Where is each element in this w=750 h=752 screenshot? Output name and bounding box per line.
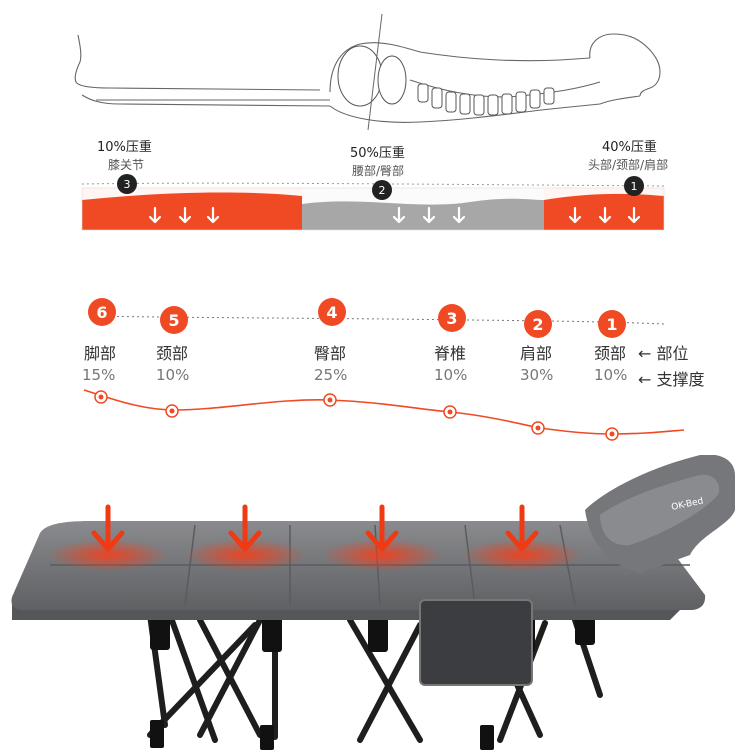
support-pct-1: 10%: [594, 366, 628, 384]
legend-support: ← 支撑度: [638, 370, 705, 389]
support-name-2: 肩部: [520, 344, 553, 363]
pressure-distribution-bar: [81, 182, 665, 231]
pressure-badge-1: 1: [624, 176, 644, 196]
pressure-pct-3: 10%压重: [97, 140, 152, 155]
support-number-1: 1: [598, 310, 626, 338]
support-curve: [83, 389, 685, 441]
support-pct-2: 30%: [520, 366, 554, 384]
support-name-5: 颈部: [156, 344, 189, 363]
support-pct-3: 10%: [434, 366, 468, 384]
support-number-5: 5: [160, 306, 188, 334]
folding-bed-photo: OK-Bed: [11, 455, 735, 750]
pressure-badge-2: 2: [372, 180, 392, 200]
support-number-4: 4: [318, 298, 346, 326]
support-pct-6: 15%: [82, 366, 116, 384]
support-name-3: 脊椎: [434, 344, 467, 363]
support-name-1: 颈部: [594, 344, 627, 363]
legend-part: ← 部位: [638, 344, 689, 363]
support-pct-4: 25%: [314, 366, 348, 384]
pressure-part-3: 膝关节: [108, 158, 145, 172]
pressure-pct-1: 40%压重: [602, 140, 657, 155]
support-number-2: 2: [524, 310, 552, 338]
support-name-4: 臀部: [314, 344, 347, 363]
support-number-3: 3: [438, 304, 466, 332]
pressure-part-1: 头部/颈部/肩部: [588, 158, 669, 172]
pressure-part-2: 腰部/臀部: [352, 164, 405, 178]
support-pct-5: 10%: [156, 366, 190, 384]
support-number-6: 6: [88, 298, 116, 326]
body-silhouette-illustration: [74, 13, 661, 130]
support-name-6: 脚部: [84, 344, 117, 363]
pressure-badge-3: 3: [117, 174, 137, 194]
pressure-pct-2: 50%压重: [350, 146, 405, 161]
